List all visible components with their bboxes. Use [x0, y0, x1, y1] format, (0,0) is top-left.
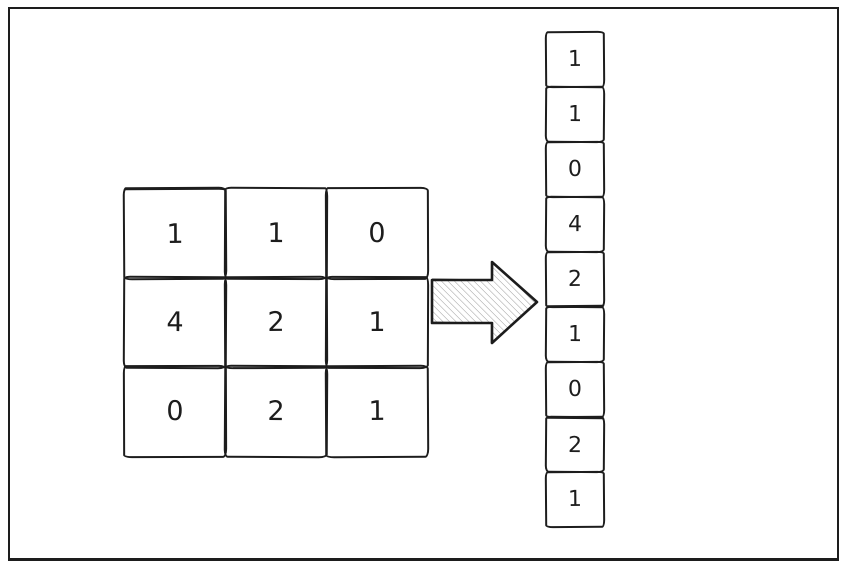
vector-column: 1 1 0 4 2 1 0 2 1 [544, 30, 606, 529]
matrix-cell: 2 [223, 364, 329, 459]
vector-cell: 1 [544, 305, 606, 364]
vector-cell: 1 [544, 85, 606, 144]
vector-cell: 4 [544, 195, 606, 254]
vector-cell: 1 [544, 30, 606, 89]
matrix-cell: 1 [122, 186, 228, 281]
vector-cell: 1 [544, 470, 606, 529]
vector-cell: 2 [544, 250, 606, 309]
matrix-cell: 4 [122, 275, 228, 370]
vector-cell: 0 [544, 360, 606, 419]
matrix-grid: 1 1 0 4 2 1 0 2 1 [122, 186, 430, 459]
matrix-cell: 1 [324, 364, 430, 459]
vector-cell: 2 [544, 415, 606, 474]
matrix-cell: 2 [223, 275, 329, 370]
matrix-cell: 0 [324, 186, 430, 281]
matrix-cell: 1 [223, 186, 329, 281]
vector-cell: 0 [544, 140, 606, 199]
matrix-cell: 1 [324, 275, 430, 370]
figure-border [8, 7, 839, 561]
flatten-arrow-icon [430, 260, 539, 345]
matrix-cell: 0 [122, 364, 228, 459]
